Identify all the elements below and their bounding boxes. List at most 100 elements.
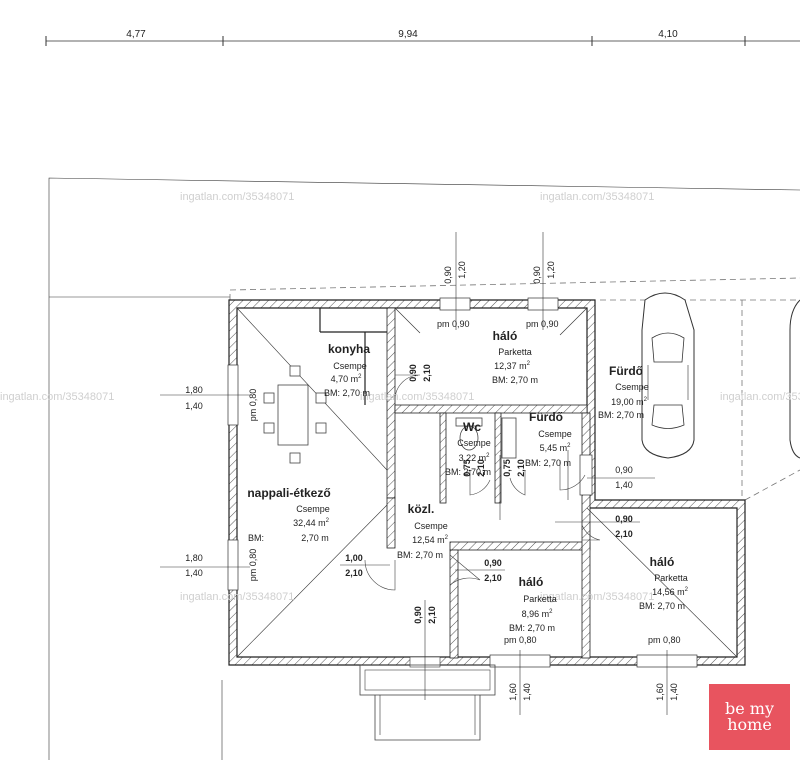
bemyhome-logo: be my home — [709, 684, 790, 750]
logo-line-2: home — [727, 715, 772, 734]
room-area: 19,00 m2 — [611, 397, 648, 407]
watermark-text: ingatlan.com/35348071 — [720, 391, 800, 403]
watermark-text: ingatlan.com/35348071 — [180, 591, 294, 603]
room-height-value: 2,70 m — [301, 533, 329, 543]
parapet-height: pm 0,80 — [648, 635, 681, 645]
door-height: 2,10 — [476, 459, 486, 477]
logo-line-1: be my — [724, 699, 774, 718]
roof-lines — [236, 307, 738, 658]
room-height: BM: 2,70 m — [509, 623, 555, 633]
opening-height: 1,40 — [522, 683, 532, 701]
door-height: 2,10 — [516, 459, 526, 477]
dimension-middle: 9,94 — [398, 29, 418, 40]
door-width: 0,75 — [462, 459, 472, 477]
room-height: BM: 2,70 m — [324, 388, 370, 398]
opening-width: 1,60 — [655, 683, 665, 701]
room-furdo-carport: Fürdő Csempe 19,00 m2 BM: 2,70 m — [598, 364, 649, 420]
room-floor: Csempe — [538, 429, 572, 439]
door-width: 0,75 — [502, 459, 512, 477]
room-halo-east: háló Parketta 14,56 m2 BM: 2,70 m — [639, 555, 689, 611]
door-width: 0,90 — [484, 558, 502, 568]
room-name: konyha — [328, 342, 370, 356]
door-height: 2,10 — [484, 573, 502, 583]
opening-width: 1,80 — [185, 385, 203, 395]
door-height: 2,10 — [427, 606, 437, 624]
doors — [364, 374, 601, 668]
room-height: BM: 2,70 m — [525, 458, 571, 468]
room-floor: Parketta — [498, 347, 532, 357]
room-area: 32,44 m2 — [293, 518, 330, 528]
room-area: 8,96 m2 — [522, 609, 554, 619]
wc-fixtures — [455, 417, 517, 459]
room-name: közl. — [408, 502, 435, 516]
opening-labels: 0,90 1,20 0,90 1,20 pm 0,90 pm 0,90 1,80… — [185, 261, 680, 701]
room-name: Wc — [463, 420, 481, 434]
door-height: 2,10 — [422, 364, 432, 382]
watermark-text: ingatlan.com/35348071 — [360, 391, 474, 403]
opening-width: 0,90 — [443, 266, 453, 284]
room-wc: Wc Csempe 3,22 m2 BM: 2,70 m — [445, 420, 491, 477]
opening-width: 0,90 — [615, 465, 633, 475]
car — [641, 292, 800, 459]
room-height: BM: 2,70 m — [397, 550, 443, 560]
watermarks: ingatlan.com/35348071 ingatlan.com/35348… — [0, 191, 800, 603]
opening-width: 0,90 — [532, 266, 542, 284]
opening-height: 1,40 — [669, 683, 679, 701]
room-floor: Csempe — [414, 521, 448, 531]
dimension-right: 4,10 — [658, 29, 678, 40]
room-name: háló — [493, 329, 518, 343]
door-width: 0,90 — [413, 606, 423, 624]
dimension-ticks — [160, 232, 668, 715]
watermark-text: ingatlan.com/35348071 — [540, 191, 654, 203]
room-floor: Csempe — [333, 361, 367, 371]
dimension-left: 4,77 — [126, 29, 146, 40]
room-kozlekedo: közl. Csempe 12,54 m2 BM: 2,70 m — [397, 502, 449, 560]
opening-width: 1,60 — [508, 683, 518, 701]
plot-boundary — [48, 177, 800, 760]
opening-height: 1,40 — [185, 401, 203, 411]
room-halo-south: háló Parketta 8,96 m2 BM: 2,70 m — [509, 575, 557, 633]
room-name: háló — [519, 575, 544, 589]
room-area: 14,56 m2 — [652, 587, 689, 597]
room-name: Fürdő — [529, 410, 563, 424]
room-furdo-small: Fürdő Csempe 5,45 m2 BM: 2,70 m — [525, 410, 572, 468]
parapet-height: pm 0,80 — [248, 389, 258, 422]
room-halo-north: háló Parketta 12,37 m2 BM: 2,70 m — [492, 329, 538, 385]
room-floor: Parketta — [654, 573, 688, 583]
room-konyha: konyha Csempe 4,70 m2 BM: 2,70 m — [324, 342, 370, 398]
door-width: 1,00 — [345, 553, 363, 563]
opening-height: 1,40 — [615, 480, 633, 490]
parapet-height: pm 0,80 — [504, 635, 537, 645]
room-height: BM: 2,70 m — [598, 410, 644, 420]
door-width: 0,90 — [408, 364, 418, 382]
entrance-porch — [359, 664, 496, 741]
room-area: 3,22 m2 — [459, 453, 491, 463]
room-height: BM: 2,70 m — [445, 467, 491, 477]
top-dimension-line: 4,77 9,94 4,10 — [45, 29, 800, 46]
parapet-height: pm 0,90 — [437, 319, 470, 329]
room-area: 5,45 m2 — [540, 443, 572, 453]
opening-height: 1,20 — [457, 261, 467, 279]
room-nappali-etkezo: nappali-étkező Csempe 32,44 m2 BM: 2,70 … — [247, 486, 330, 543]
room-name: Fürdő — [609, 364, 643, 378]
dining-table — [263, 365, 327, 464]
room-name: háló — [650, 555, 675, 569]
opening-height: 1,40 — [185, 568, 203, 578]
room-height: BM: 2,70 m — [639, 601, 685, 611]
room-floor: Csempe — [296, 504, 330, 514]
room-floor: Csempe — [457, 438, 491, 448]
parapet-height: pm 0,80 — [248, 549, 258, 582]
room-floor: Parketta — [523, 594, 557, 604]
parapet-height: pm 0,90 — [526, 319, 559, 329]
room-height: BM: 2,70 m — [492, 375, 538, 385]
opening-height: 1,20 — [546, 261, 556, 279]
room-area: 12,54 m2 — [412, 535, 449, 545]
room-name: nappali-étkező — [247, 486, 330, 500]
room-area: 12,37 m2 — [494, 361, 531, 371]
room-floor: Csempe — [615, 382, 649, 392]
room-height-label: BM: — [248, 533, 264, 543]
door-width: 0,90 — [615, 514, 633, 524]
room-area: 4,70 m2 — [331, 374, 363, 384]
door-height: 2,10 — [345, 568, 363, 578]
